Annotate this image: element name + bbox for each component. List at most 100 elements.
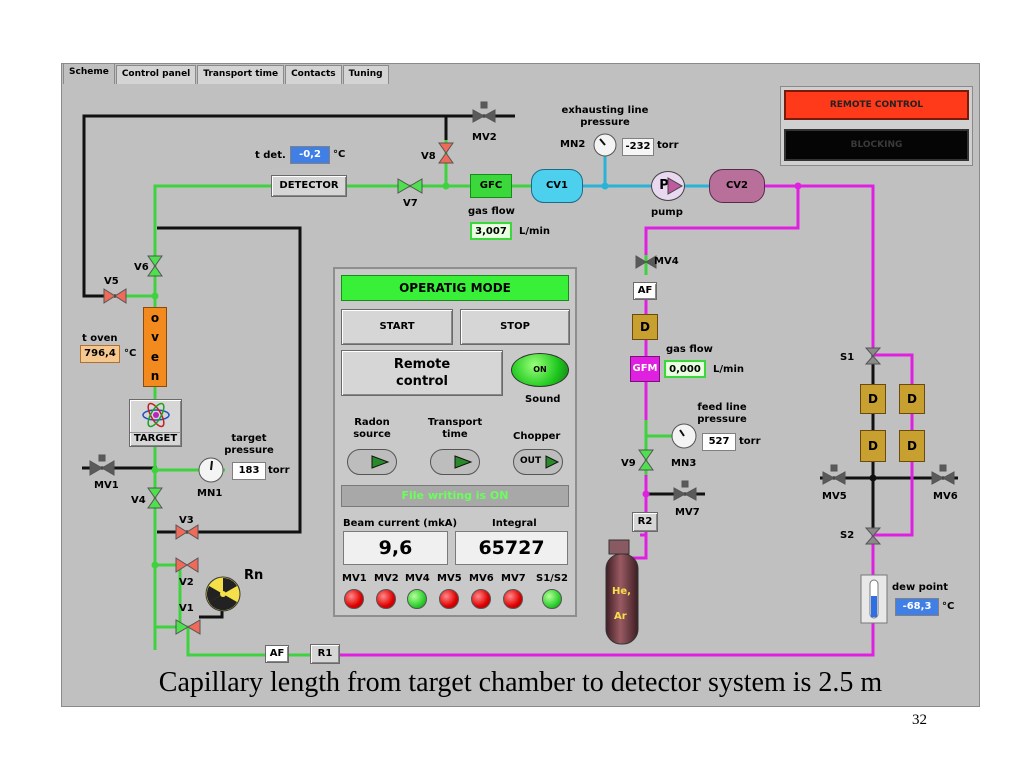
valve-v9-label: V9 (621, 458, 636, 469)
lamp-mv5 (439, 589, 459, 609)
remote-control-button[interactable]: Remote control (341, 350, 503, 396)
tab-tuning[interactable]: Tuning (342, 65, 389, 84)
lamp-label: MV5 (437, 573, 462, 584)
tab-scheme[interactable]: Scheme (63, 63, 115, 84)
stop-button[interactable]: STOP (460, 309, 570, 345)
lamp-mv2 (376, 589, 396, 609)
lamp-mv4 (407, 589, 427, 609)
r2-button[interactable]: R2 (632, 512, 658, 532)
feed-line-unit: torr (739, 436, 761, 447)
valve-v7-label: V7 (403, 198, 418, 209)
valve-v3-label: V3 (179, 515, 194, 526)
t-det-value: -0,2 (290, 146, 330, 164)
lamp-mv1 (344, 589, 364, 609)
cylinder-label-he: He, (612, 586, 631, 597)
play-icon (454, 455, 473, 469)
valve-mv5-label: MV5 (822, 491, 847, 502)
t-oven-label: t oven (82, 333, 118, 344)
tab-control-panel[interactable]: Control panel (115, 65, 197, 84)
cv1-chamber[interactable]: CV1 (531, 169, 583, 203)
r1-button[interactable]: R1 (310, 644, 340, 664)
beam-current-label: Beam current (mkA) (343, 518, 458, 529)
exhaust-unit: torr (657, 140, 679, 151)
lamp-label: MV4 (405, 573, 430, 584)
integral-label: Integral (492, 518, 537, 529)
play-icon (371, 455, 390, 469)
valve-s2-label: S2 (840, 530, 855, 541)
chopper-out-label: OUT (520, 456, 542, 466)
tab-contacts[interactable]: Contacts (285, 65, 342, 84)
chopper-toggle[interactable]: OUT (513, 449, 563, 475)
cv2-chamber[interactable]: CV2 (709, 169, 765, 203)
gfc-component[interactable]: GFC (470, 174, 512, 198)
oven[interactable]: o v e n (143, 307, 167, 387)
cylinder-label-ar: Ar (614, 611, 627, 622)
mn2-label: MN2 (560, 139, 586, 150)
af-top-filter[interactable]: AF (633, 282, 657, 300)
valve-mv7-label: MV7 (675, 507, 700, 518)
atom-icon (141, 402, 170, 428)
radon-source-label: Radon source (353, 417, 391, 440)
detector-button[interactable]: DETECTOR (271, 175, 347, 197)
gfm-component[interactable]: GFM (630, 356, 660, 382)
transport-time-toggle[interactable] (430, 449, 480, 475)
page-number: 32 (912, 712, 927, 728)
sound-label: Sound (525, 394, 561, 405)
operating-mode-panel: OPERATIG MODE START STOP Remote control … (333, 267, 577, 617)
dryer-d: D (860, 384, 886, 414)
target-pressure-label: target pressure (224, 433, 274, 456)
dryer-d: D (860, 430, 886, 462)
feed-line-value: 527 (702, 433, 736, 451)
gas-flow-2-value: 0,000 (664, 360, 706, 378)
dew-point-unit: °C (942, 601, 955, 612)
target-label: TARGET (130, 432, 181, 444)
beam-current-value: 9,6 (343, 531, 448, 565)
gas-flow-2-label: gas flow (666, 344, 713, 355)
valve-mv6-label: MV6 (933, 491, 958, 502)
valve-mv4-label: MV4 (654, 256, 679, 267)
oven-letter: e (150, 349, 160, 364)
valve-mv1-label: MV1 (94, 480, 119, 491)
sound-toggle[interactable]: ON (511, 353, 569, 387)
oven-letter: v (151, 330, 159, 345)
pump-label: pump (651, 207, 683, 218)
mn3-label: MN3 (671, 458, 697, 469)
dryer-d: D (899, 430, 925, 462)
valve-v1-label: V1 (179, 603, 194, 614)
valve-v4-label: V4 (131, 495, 146, 506)
t-det-unit: °C (333, 149, 346, 160)
radon-source-toggle[interactable] (347, 449, 397, 475)
valve-s1-label: S1 (840, 352, 855, 363)
dryer-d: D (632, 314, 658, 340)
t-oven-unit: °C (124, 348, 137, 359)
gas-flow-1-unit: L/min (519, 226, 550, 237)
exhaust-value: -232 (622, 138, 654, 156)
oven-letter: o (150, 310, 160, 325)
mn1-label: MN1 (197, 488, 223, 499)
exhaust-label: exhausting line pressure (561, 105, 649, 128)
oven-letter: n (150, 369, 160, 384)
start-button[interactable]: START (341, 309, 453, 345)
rn-label: Rn (244, 568, 264, 583)
dryer-d: D (899, 384, 925, 414)
valve-v6-label: V6 (134, 262, 149, 273)
file-writing-status: File writing is ON (341, 485, 569, 507)
target-button[interactable]: TARGET (129, 399, 182, 447)
tab-transport-time[interactable]: Transport time (197, 65, 285, 84)
valve-v5-label: V5 (104, 276, 119, 287)
lamp-s1-s2 (542, 589, 562, 609)
lamp-label: MV7 (501, 573, 526, 584)
gas-flow-2-unit: L/min (713, 364, 744, 375)
dew-point-label: dew point (892, 582, 949, 593)
gas-flow-1-value: 3,007 (470, 222, 512, 240)
dew-point-value: -68,3 (895, 598, 939, 616)
play-icon (545, 455, 560, 469)
remote-control-indicator: REMOTE CONTROL (784, 90, 969, 120)
af-bottom-filter[interactable]: AF (265, 645, 289, 663)
lamp-label: MV1 (342, 573, 367, 584)
operating-mode-title: OPERATIG MODE (341, 275, 569, 301)
tab-bar: Scheme Control panel Transport time Cont… (63, 63, 390, 84)
t-det-label: t det. (255, 150, 286, 161)
lamp-label: MV6 (469, 573, 494, 584)
slide-caption: Capillary length from target chamber to … (158, 667, 883, 698)
